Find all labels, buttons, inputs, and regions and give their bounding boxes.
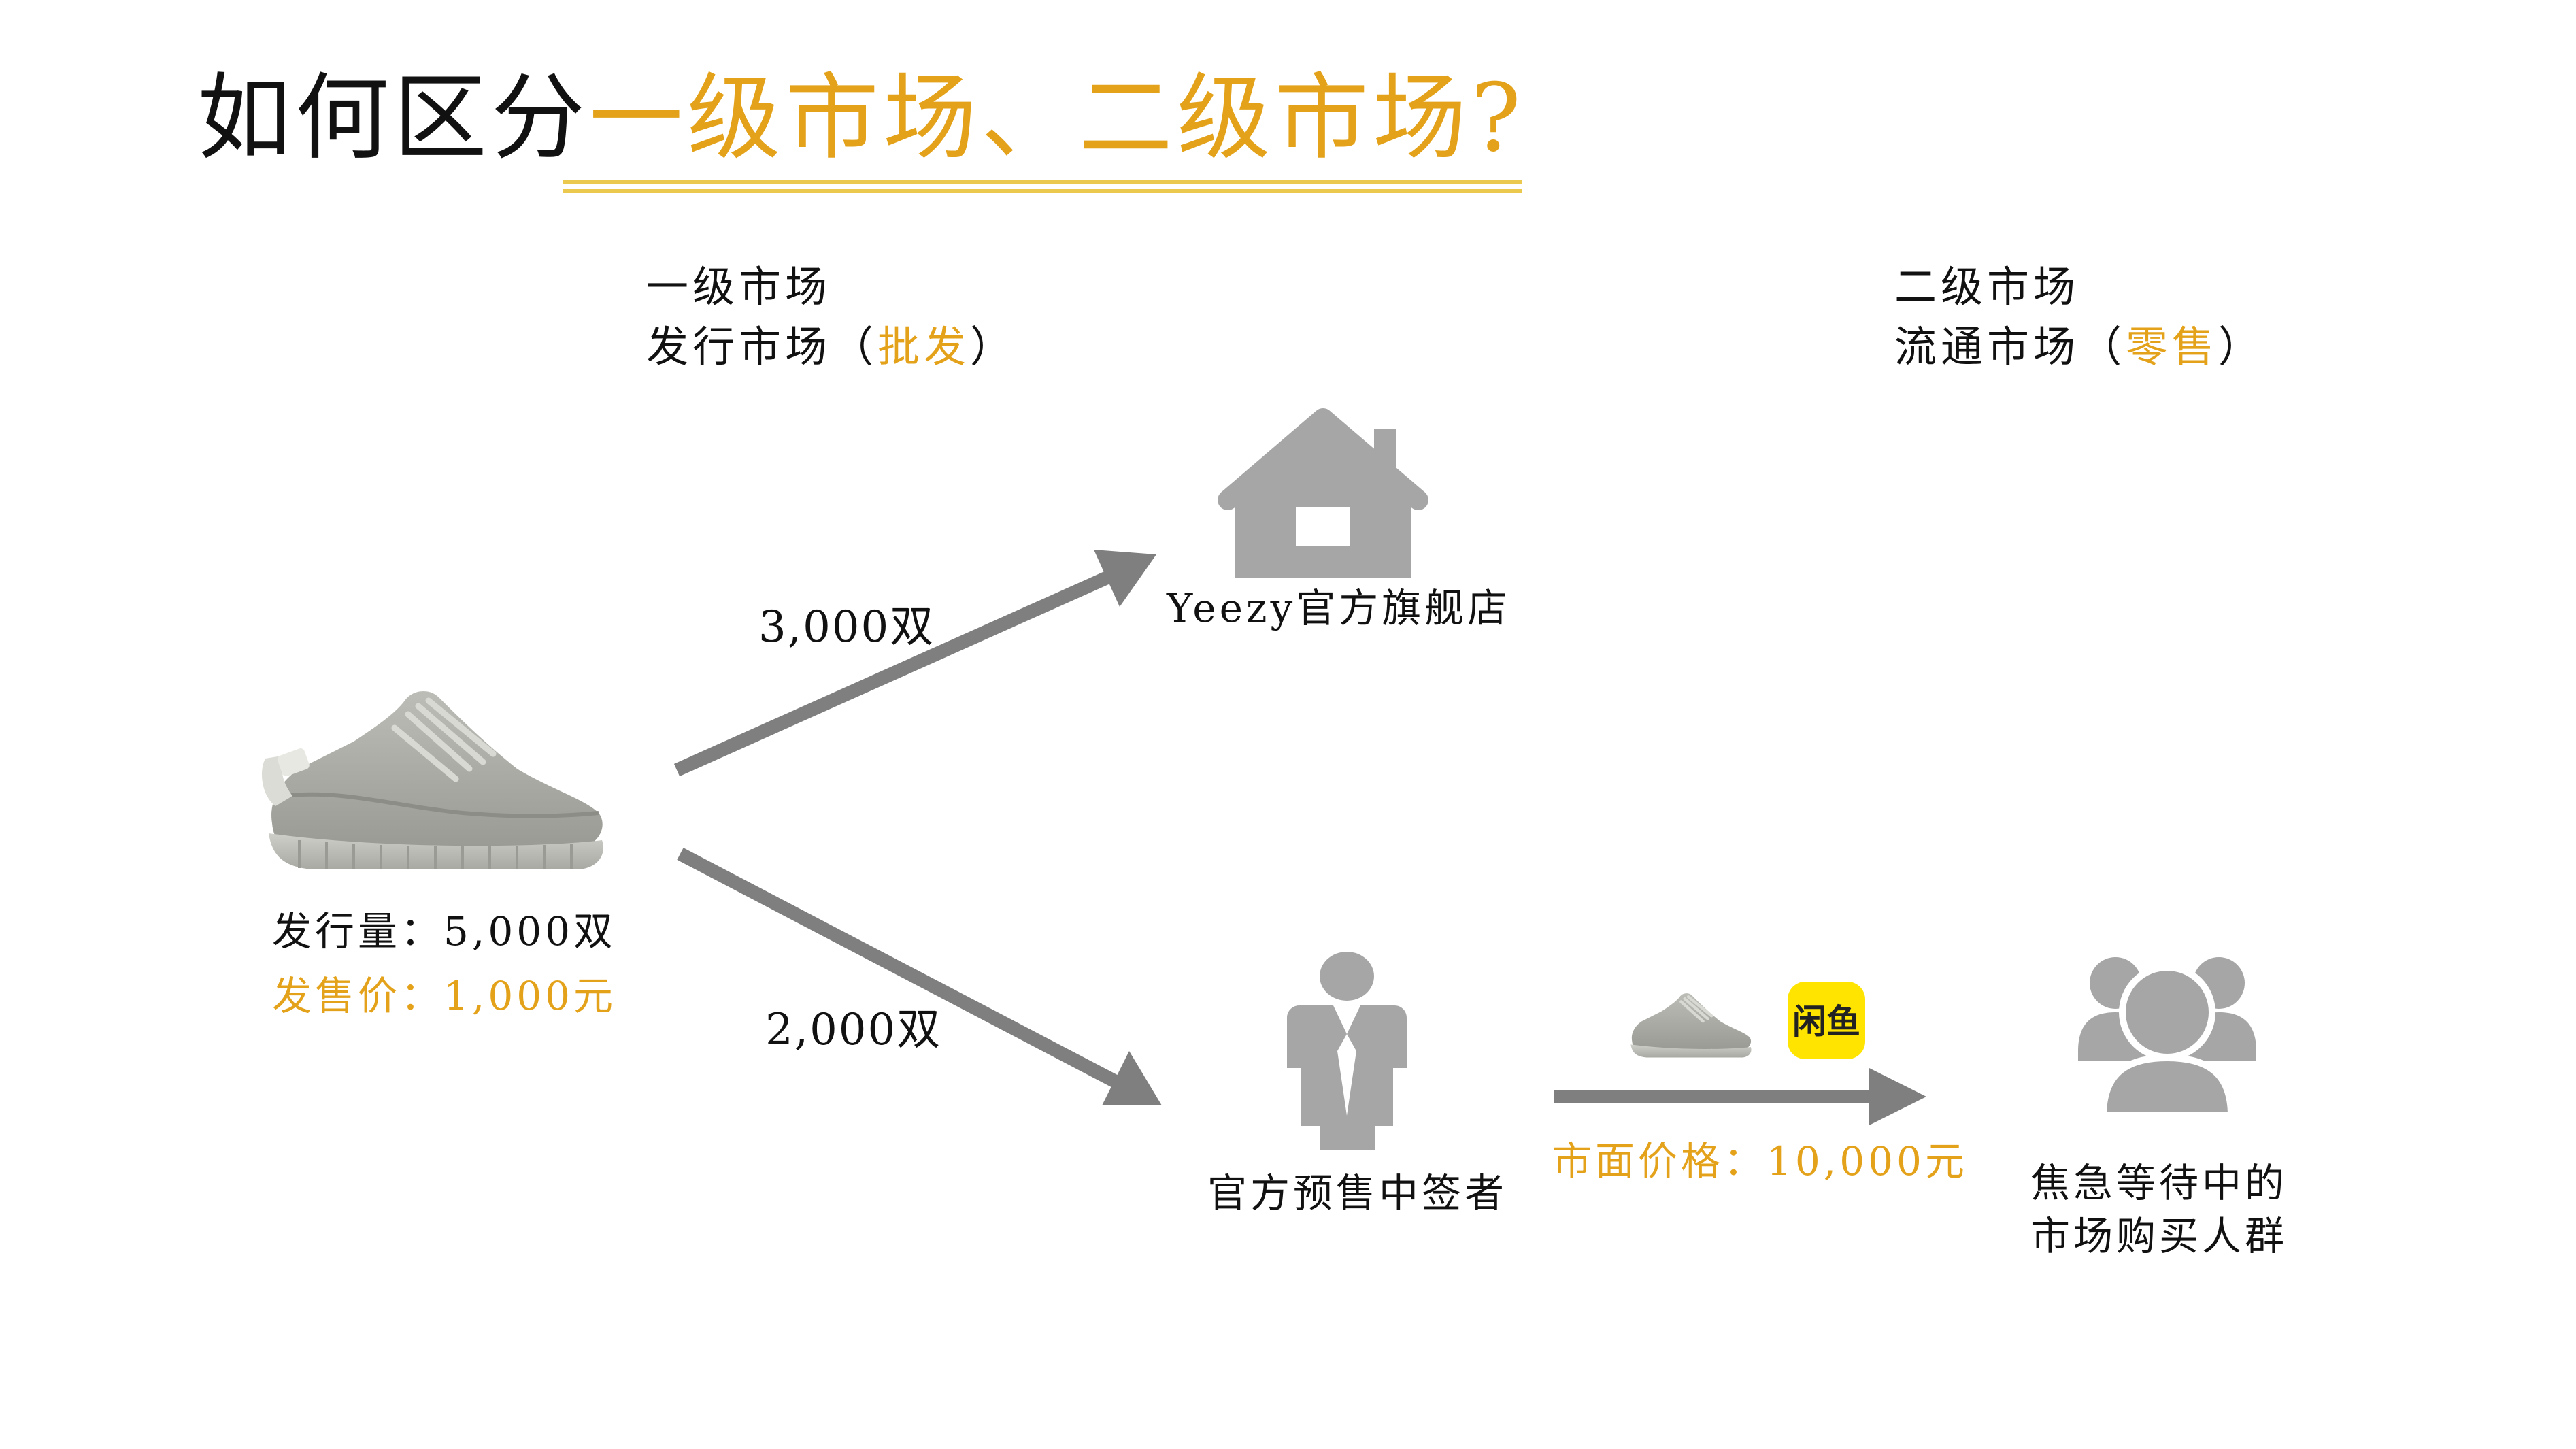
xianyu-app-icon: 闲鱼 [1788, 982, 1865, 1059]
sneaker-icon [262, 690, 603, 869]
arrow-to-presale [677, 848, 1162, 1105]
arrow-to-buyers [1554, 1068, 1926, 1125]
presale-quantity: 2,000双 [765, 1005, 942, 1055]
secondary-market-title: 二级市场 [1894, 262, 2080, 312]
issue-volume: 发行量：5,000双 [272, 908, 617, 954]
secondary-market-subtitle: 流通市场（零售） [1894, 322, 2265, 371]
house-icon [1218, 408, 1428, 578]
buyers-line1: 焦急等待中的 [2030, 1160, 2288, 1206]
store-quantity: 3,000双 [758, 602, 935, 652]
person-icon [1287, 952, 1407, 1150]
title-underline-second [563, 189, 1522, 193]
arrow-to-store [673, 550, 1156, 777]
page-title: 如何区分一级市场、二级市场? [197, 71, 1525, 165]
small-sneaker-icon [1630, 993, 1752, 1058]
primary-market-heading: 一级市场 发行市场（批发） [646, 257, 1016, 377]
title-prefix: 如何区分 [197, 63, 590, 173]
xianyu-logo-text: 闲鱼 [1792, 1002, 1860, 1042]
secondary-market-heading: 二级市场 流通市场（零售） [1894, 257, 2264, 377]
market-price: 市面价格：10,000元 [1552, 1138, 1968, 1184]
presale-label: 官方预售中签者 [1207, 1170, 1508, 1216]
buyers-label: 焦急等待中的 市场购买人群 [2030, 1156, 2288, 1263]
title-underline [563, 180, 1522, 184]
primary-market-title: 一级市场 [646, 262, 832, 312]
buyers-line2: 市场购买人群 [2030, 1213, 2288, 1260]
title-highlight: 一级市场、二级市场? [589, 63, 1526, 173]
primary-market-subtitle: 发行市场（批发） [646, 322, 1017, 371]
store-label: Yeezy官方旗舰店 [1167, 585, 1511, 631]
group-icon [2078, 957, 2256, 1119]
issue-price: 发售价：1,000元 [272, 973, 617, 1019]
